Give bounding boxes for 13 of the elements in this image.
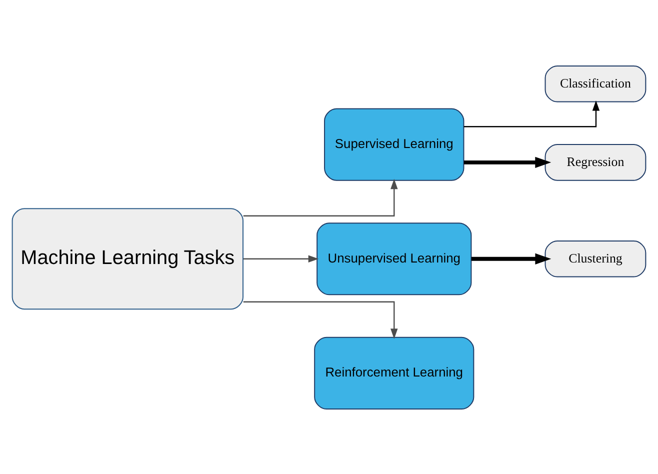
arrow <box>464 100 600 127</box>
arrow <box>471 252 552 264</box>
node-box: Clustering <box>544 240 646 277</box>
node-box: Unsupervised Learning <box>316 222 472 295</box>
node-box: Classification <box>544 64 646 102</box>
arrow <box>243 178 398 216</box>
node-box: Regression <box>544 144 646 180</box>
arrow <box>243 300 398 338</box>
arrow <box>243 254 319 262</box>
node-box: Supervised Learning <box>324 108 464 180</box>
arrow <box>464 156 552 168</box>
node-box: Reinforcement Learning <box>314 336 474 410</box>
node-box: Machine Learning Tasks <box>12 208 244 310</box>
